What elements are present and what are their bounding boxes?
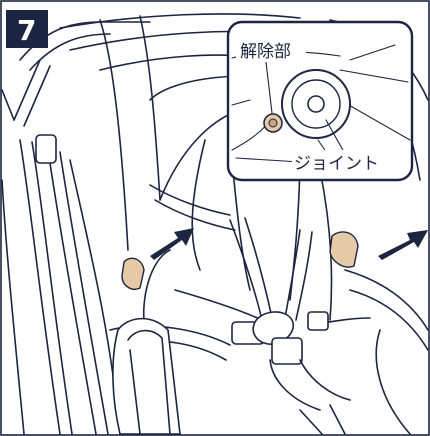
side-panel: [112, 317, 181, 435]
joint-label: ジョイント: [294, 154, 379, 174]
arrow-right-icon: [150, 228, 194, 260]
step-number: 7: [17, 14, 36, 47]
harness: [174, 217, 371, 435]
release-part-label: 解除部: [240, 42, 291, 62]
detail-callout: 解除部 ジョイント: [226, 20, 414, 182]
step-badge: [6, 10, 48, 48]
arrow-right-icon: [378, 230, 428, 260]
right-joint-indicator: [329, 231, 359, 268]
left-joint-indicator: [121, 257, 145, 290]
